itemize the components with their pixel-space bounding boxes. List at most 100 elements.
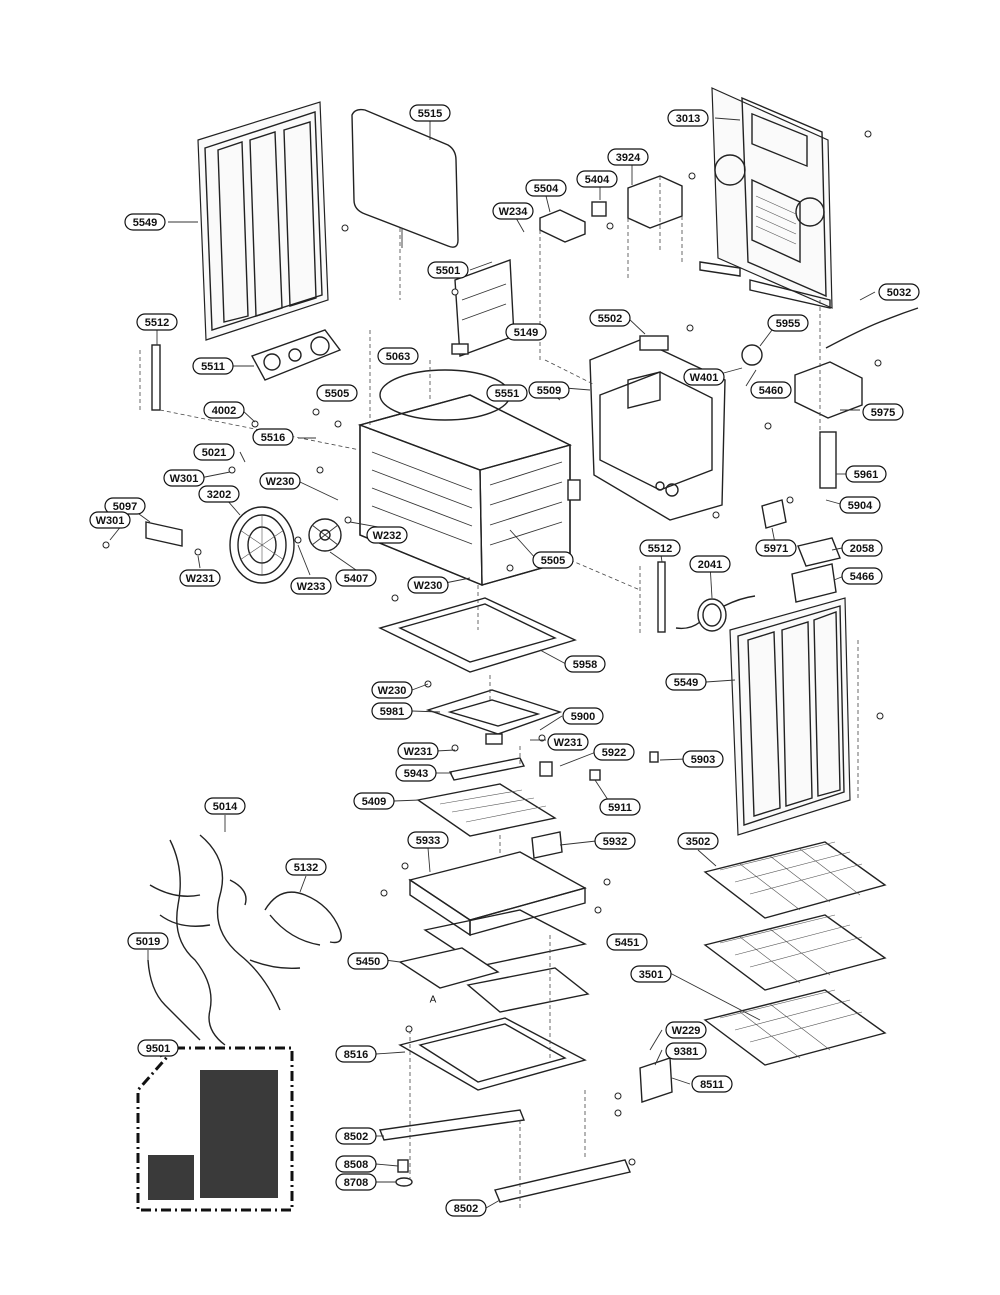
convection-fan — [229, 506, 295, 584]
callout-8508: 8508 — [335, 1155, 377, 1173]
callout-label: 5943 — [404, 768, 428, 780]
callout-pill — [204, 797, 246, 815]
callout-9381: 9381 — [665, 1042, 707, 1060]
callout-3013: 3013 — [667, 109, 709, 127]
callout-pill — [665, 673, 707, 691]
callout-pill — [532, 551, 574, 569]
callout-pill — [606, 933, 648, 951]
callout-w401: W401 — [683, 368, 725, 386]
callout-pill — [285, 858, 327, 876]
callout-label: 5516 — [261, 432, 285, 444]
bracket-5975 — [794, 361, 863, 419]
callout-label: 5922 — [602, 747, 626, 759]
callout-pill — [407, 576, 449, 594]
callout-pill — [547, 733, 589, 751]
callout-label: 5512 — [648, 543, 672, 555]
callout-pill — [409, 104, 451, 122]
callout-pill — [630, 965, 672, 983]
callout-5922: 5922 — [593, 743, 635, 761]
cable-5132 — [264, 891, 342, 946]
callout-label: 5063 — [386, 351, 410, 363]
wire-5019 — [147, 959, 201, 1041]
callout-5132: 5132 — [285, 858, 327, 876]
callout-5504: 5504 — [525, 179, 567, 197]
callout-label: 5451 — [615, 937, 639, 949]
callout-label: 5975 — [871, 407, 895, 419]
callout-label: 8508 — [344, 1159, 368, 1171]
callout-pill — [137, 1039, 179, 1057]
screws — [102, 130, 884, 1166]
callout-label: 5021 — [202, 447, 226, 459]
callout-pill — [677, 832, 719, 850]
callout-label: 5450 — [356, 956, 380, 968]
callout-5971: 5971 — [755, 539, 797, 557]
callout-pill — [665, 1042, 707, 1060]
callout-pill — [397, 742, 439, 760]
callout-pill — [691, 1075, 733, 1093]
callout-label: 9501 — [146, 1043, 170, 1055]
callout-pill — [371, 681, 413, 699]
callout-5063: 5063 — [377, 347, 419, 365]
callout-label: 3501 — [639, 969, 663, 981]
side-panel-right — [729, 597, 859, 836]
callout-w301: W301 — [89, 511, 131, 529]
callout-w229: W229 — [665, 1021, 707, 1039]
callout-pill — [750, 381, 792, 399]
callout-pill — [562, 707, 604, 725]
part-5971 — [761, 499, 787, 529]
callout-pill — [371, 702, 413, 720]
callout-label: 5407 — [344, 573, 368, 585]
callout-label: 9381 — [674, 1046, 698, 1058]
callout-5451: 5451 — [606, 933, 648, 951]
callout-pill — [576, 170, 618, 188]
callout-pill — [589, 309, 631, 327]
callout-pill — [335, 569, 377, 587]
callout-3202: 3202 — [198, 485, 240, 503]
bracket-3924 — [627, 175, 683, 278]
bottom-frame — [378, 597, 577, 673]
callout-5955: 5955 — [767, 314, 809, 332]
callout-pill — [366, 526, 408, 544]
callout-5904: 5904 — [839, 496, 881, 514]
callout-label: W401 — [690, 372, 719, 384]
callout-5516: 5516 — [252, 428, 294, 446]
callout-5460: 5460 — [750, 381, 792, 399]
callout-label: 5511 — [201, 361, 225, 373]
drawer-slide-lower — [494, 1159, 631, 1203]
callout-pill — [377, 347, 419, 365]
callout-5409: 5409 — [353, 792, 395, 810]
callout-pill — [179, 569, 221, 587]
callout-pill — [525, 179, 567, 197]
callout-5911: 5911 — [599, 798, 641, 816]
callout-w230: W230 — [371, 681, 413, 699]
terminal-2058 — [791, 537, 841, 603]
callout-label: 5460 — [759, 385, 783, 397]
back-panel — [699, 87, 833, 309]
oven-rack-upper — [703, 841, 887, 919]
oven-cavity — [357, 369, 581, 587]
callout-5961: 5961 — [845, 465, 887, 483]
callout-label: 5512 — [145, 317, 169, 329]
callout-5149: 5149 — [505, 323, 547, 341]
callout-pill — [839, 496, 881, 514]
callout-pill — [353, 792, 395, 810]
callout-label: 5958 — [573, 659, 597, 671]
fan-blade — [308, 518, 342, 552]
callout-label: 5132 — [294, 862, 318, 874]
callout-pill — [192, 357, 234, 375]
callout-w233: W233 — [290, 577, 332, 595]
callout-pill — [124, 213, 166, 231]
callout-label: 5509 — [537, 385, 561, 397]
callout-5511: 5511 — [192, 357, 234, 375]
control-bracket — [589, 339, 726, 521]
callout-pill — [665, 1021, 707, 1039]
callout-pill — [335, 1155, 377, 1173]
callout-5512: 5512 — [136, 313, 178, 331]
callout-5501: 5501 — [427, 261, 469, 279]
callout-pill — [767, 314, 809, 332]
bracket-5097 — [145, 521, 183, 547]
callout-3502: 3502 — [677, 832, 719, 850]
callout-label: W234 — [499, 206, 529, 218]
callout-5933: 5933 — [407, 831, 449, 849]
